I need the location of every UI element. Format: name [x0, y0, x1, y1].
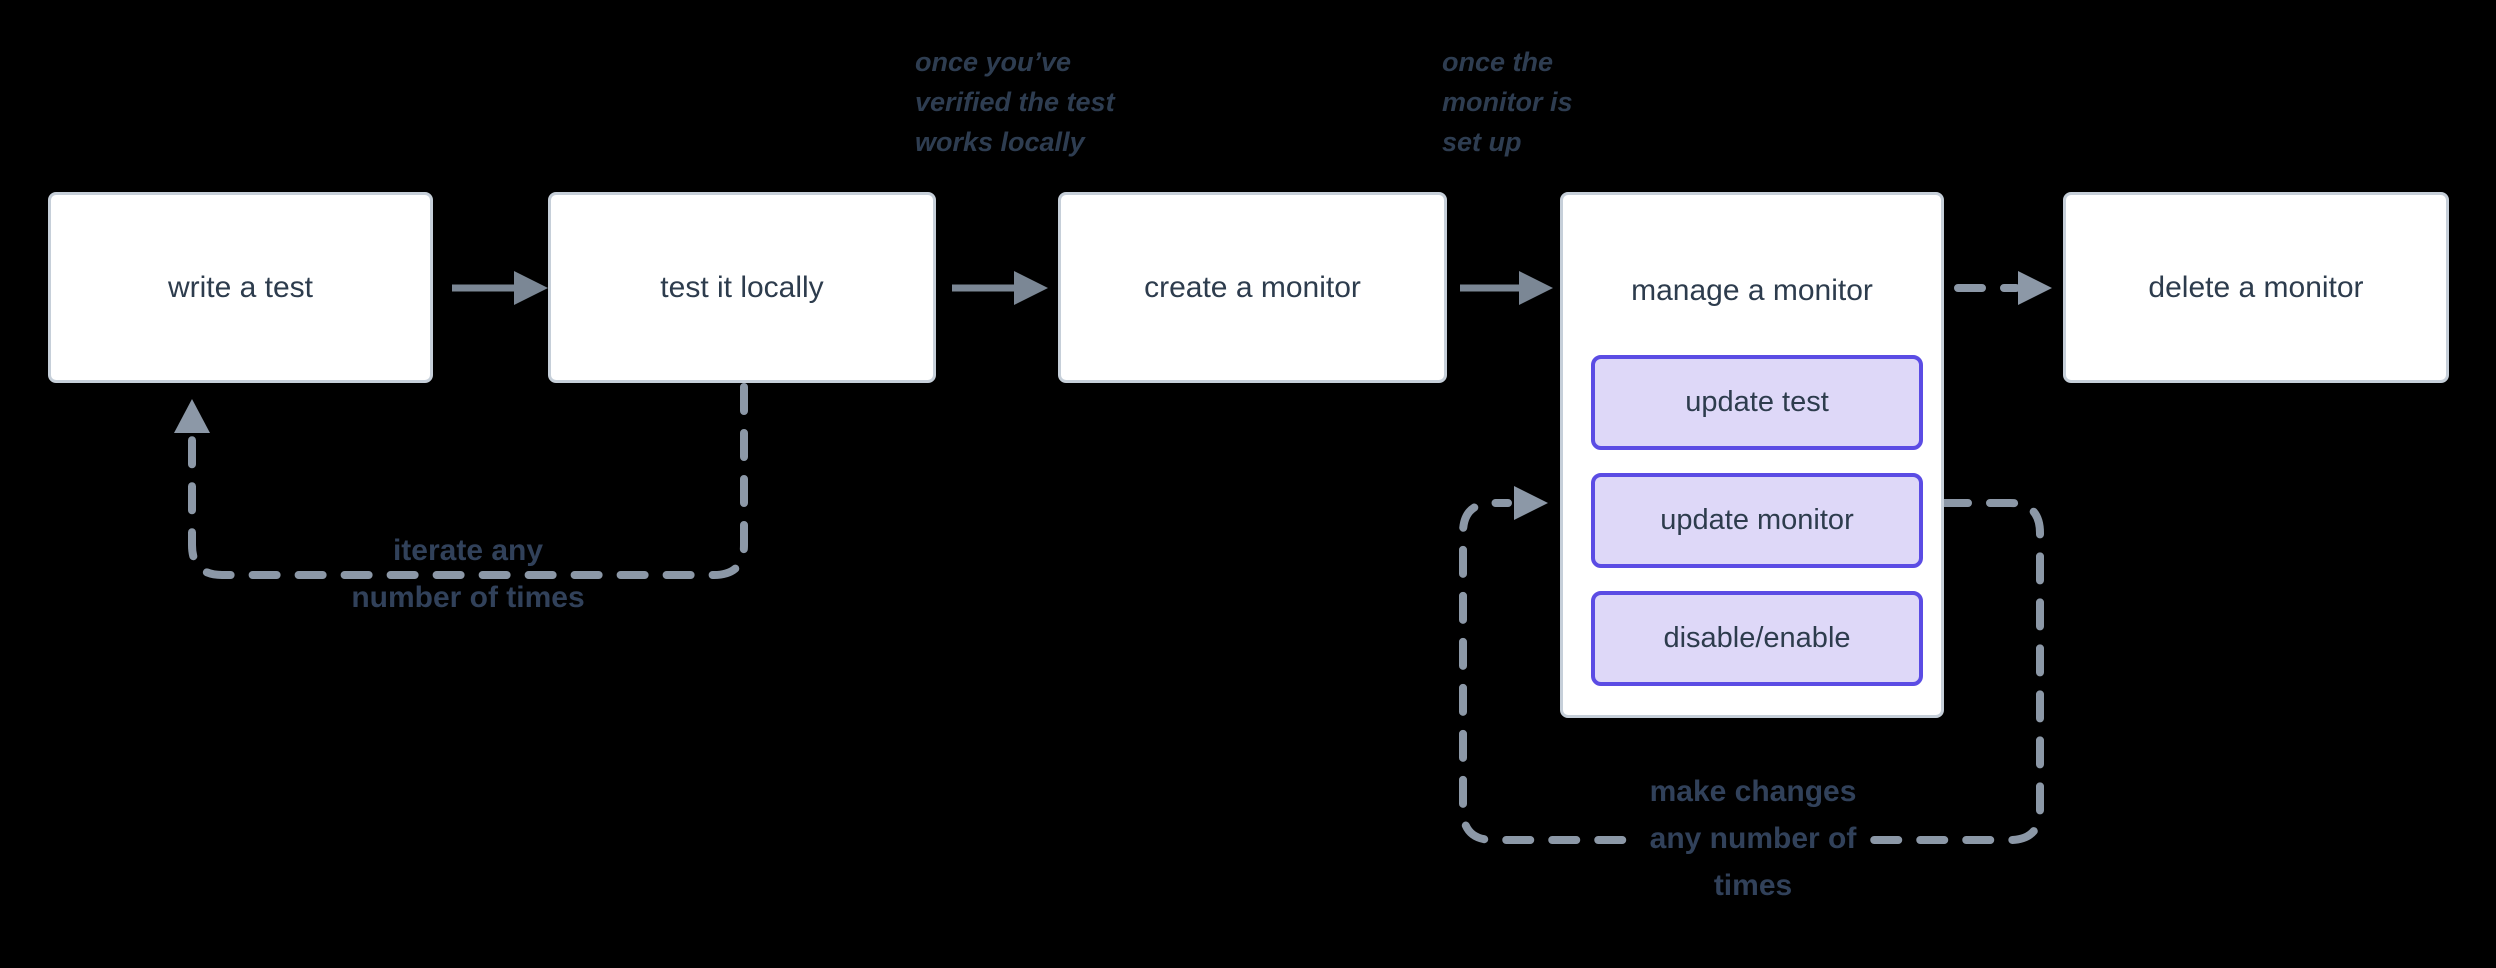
subaction-update-test: update test	[1591, 355, 1923, 450]
subaction-disable-enable-label: disable/enable	[1663, 622, 1851, 654]
loop-label-make-changes-line-2: any number of	[1573, 815, 1933, 862]
annotation-verified-line-3: works locally	[915, 127, 1085, 157]
step-manage-a-monitor-title: manage a monitor	[1563, 195, 1941, 386]
arrowhead-write-to-test	[514, 271, 548, 305]
annotation-verified-line-1: once you’ve	[915, 47, 1072, 77]
step-write-a-test-label: write a test	[167, 270, 314, 304]
dashed-loop-iterate	[188, 383, 748, 579]
arrowhead-iterate-loop	[174, 399, 210, 433]
loop-label-iterate: iterate any number of times	[288, 527, 648, 621]
subaction-update-test-label: update test	[1685, 386, 1829, 418]
arrowhead-make-changes-loop	[1514, 486, 1548, 520]
arrowhead-manage-to-delete	[2018, 271, 2052, 305]
annotation-setup-line-1: once the	[1442, 47, 1554, 77]
arrowhead-create-to-manage	[1519, 271, 1553, 305]
loop-label-make-changes-line-1: make changes	[1573, 768, 1933, 815]
annotation-verified-line-2: verified the test	[915, 87, 1115, 117]
step-create-a-monitor-label: create a monitor	[1144, 270, 1361, 304]
step-manage-a-monitor-label: manage a monitor	[1631, 273, 1873, 307]
loop-label-make-changes: make changes any number of times	[1573, 768, 1933, 909]
subaction-disable-enable: disable/enable	[1591, 591, 1923, 686]
step-manage-a-monitor: manage a monitor update test update moni…	[1560, 192, 1944, 718]
loop-label-iterate-line-1: iterate any	[288, 527, 648, 574]
step-create-a-monitor: create a monitor	[1058, 192, 1447, 383]
subaction-update-monitor: update monitor	[1591, 473, 1923, 568]
annotation-setup-line-2: monitor is	[1442, 87, 1573, 117]
loop-label-iterate-line-2: number of times	[288, 574, 648, 621]
step-test-it-locally-label: test it locally	[660, 270, 824, 304]
step-test-it-locally: test it locally	[548, 192, 936, 383]
annotation-verified-note: once you’ve verified the test works loca…	[915, 42, 1115, 162]
loop-label-make-changes-line-3: times	[1573, 862, 1933, 909]
step-delete-a-monitor: delete a monitor	[2063, 192, 2449, 383]
subaction-update-monitor-label: update monitor	[1660, 504, 1854, 536]
step-write-a-test: write a test	[48, 192, 433, 383]
step-delete-a-monitor-label: delete a monitor	[2148, 270, 2364, 304]
annotation-setup-note: once the monitor is set up	[1442, 42, 1573, 162]
arrowhead-test-to-create	[1014, 271, 1048, 305]
annotation-setup-line-3: set up	[1442, 127, 1522, 157]
